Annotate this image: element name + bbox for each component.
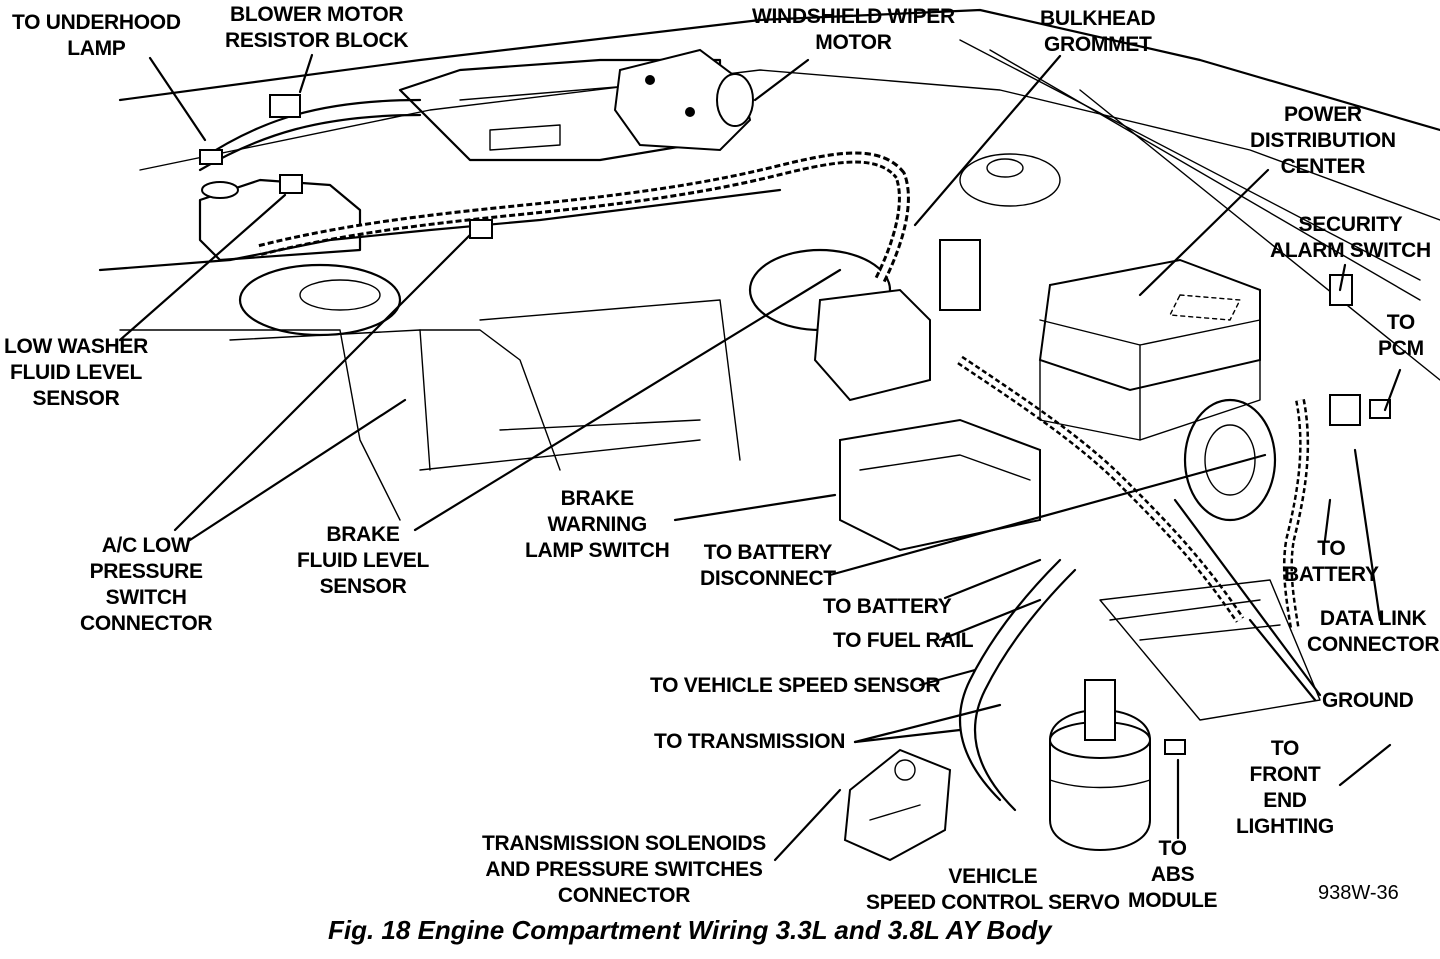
- main-harness: [198, 98, 1310, 812]
- label-line: TO: [1270, 737, 1300, 760]
- label-abs-module: TO ABS MODULE: [1128, 836, 1218, 914]
- label-data-link-connector: DATA LINK CONNECTOR: [1307, 606, 1440, 658]
- label-line: RESISTOR BLOCK: [225, 29, 409, 52]
- label-line: SENSOR: [32, 387, 120, 410]
- label-line: LOW WASHER: [4, 335, 148, 358]
- figure-code: 938W-36: [1318, 882, 1399, 904]
- label-line: TO BATTERY: [703, 541, 833, 564]
- label-line: CENTER: [1280, 155, 1366, 178]
- label-bulkhead-grommet: BULKHEAD GROMMET: [1040, 6, 1156, 58]
- label-line: TO: [1386, 311, 1415, 334]
- label-line: ABS: [1150, 863, 1195, 886]
- brake-master-cylinder: [813, 239, 1041, 552]
- label-line: SENSOR: [319, 575, 407, 598]
- label-battery-disconnect: TO BATTERY DISCONNECT: [700, 540, 836, 592]
- label-line: TO: [1317, 537, 1346, 560]
- label-brake-warning-switch: BRAKE WARNING LAMP SWITCH: [525, 486, 670, 564]
- label-line: BULKHEAD: [1040, 7, 1156, 30]
- fender-apron: [98, 153, 1061, 521]
- label-line: AND PRESSURE SWITCHES: [485, 858, 763, 881]
- label-line: TRANSMISSION SOLENOIDS: [482, 832, 766, 855]
- wiper-motor: [613, 48, 754, 152]
- label-speed-control-servo: VEHICLE SPEED CONTROL SERVO: [866, 864, 1120, 916]
- label-security-alarm-switch: SECURITY ALARM SWITCH: [1270, 212, 1431, 264]
- label-transmission-solenoids: TRANSMISSION SOLENOIDS AND PRESSURE SWIT…: [482, 831, 766, 909]
- label-line: WINDSHIELD WIPER: [752, 5, 955, 28]
- label-line: FLUID LEVEL: [9, 361, 143, 384]
- label-vehicle-speed-sensor: TO VEHICLE SPEED SENSOR: [650, 674, 941, 697]
- figure-caption: Fig. 18 Engine Compartment Wiring 3.3L a…: [328, 915, 1052, 945]
- label-line: POWER: [1283, 103, 1362, 126]
- label-to-transmission: TO TRANSMISSION: [654, 730, 846, 753]
- label-line: LAMP SWITCH: [525, 539, 670, 562]
- label-line: LAMP: [67, 37, 126, 60]
- label-line: PRESSURE: [89, 560, 203, 583]
- label-low-washer-sensor: LOW WASHER FLUID LEVEL SENSOR: [4, 334, 148, 412]
- label-line: BLOWER MOTOR: [229, 3, 404, 26]
- label-line: TO: [1158, 837, 1187, 860]
- transmission-solenoid-connector: [843, 748, 952, 862]
- label-line: DISTRIBUTION: [1250, 129, 1396, 152]
- label-underhood-lamp: TO UNDERHOOD LAMP: [12, 10, 181, 62]
- label-line: BATTERY: [1284, 563, 1379, 586]
- label-line: CONNECTOR: [1307, 633, 1440, 656]
- washer-reservoir: [198, 178, 362, 262]
- label-brake-fluid-sensor: BRAKE FLUID LEVEL SENSOR: [297, 522, 429, 600]
- label-line: PCM: [1378, 337, 1424, 360]
- label-ground: GROUND: [1322, 689, 1414, 712]
- label-fuel-rail: TO FUEL RAIL: [833, 629, 974, 652]
- label-line: A/C LOW: [101, 534, 191, 557]
- label-line: MODULE: [1128, 889, 1218, 912]
- label-to-battery-right: TO BATTERY: [1284, 536, 1379, 588]
- label-line: TO UNDERHOOD: [12, 11, 181, 34]
- label-line: DATA LINK: [1319, 607, 1427, 630]
- label-line: END: [1263, 789, 1307, 812]
- label-power-distribution-center: POWER DISTRIBUTION CENTER: [1250, 102, 1396, 180]
- label-line: FRONT: [1249, 763, 1321, 786]
- label-line: BRAKE: [560, 487, 634, 510]
- leader-lines: [118, 53, 1402, 862]
- label-line: LIGHTING: [1236, 815, 1334, 838]
- label-to-pcm: TO PCM: [1378, 310, 1424, 362]
- label-wiper-motor: WINDSHIELD WIPER MOTOR: [752, 4, 955, 56]
- label-front-end-lighting: TO FRONT END LIGHTING: [1236, 736, 1334, 840]
- label-ac-low-pressure: A/C LOW PRESSURE SWITCH CONNECTOR: [80, 533, 213, 637]
- label-line: CONNECTOR: [557, 884, 691, 907]
- speed-control-servo: [1049, 679, 1151, 851]
- label-line: SWITCH: [105, 586, 187, 609]
- power-distribution-center: [1038, 258, 1261, 441]
- label-line: MOTOR: [815, 31, 892, 54]
- label-line: WARNING: [547, 513, 648, 536]
- label-blower-motor: BLOWER MOTOR RESISTOR BLOCK: [225, 2, 409, 54]
- label-line: ALARM SWITCH: [1270, 239, 1431, 262]
- label-line: CONNECTOR: [80, 612, 213, 635]
- connectors: [199, 94, 1391, 755]
- label-line: VEHICLE: [948, 865, 1038, 888]
- label-to-battery-mid: TO BATTERY: [823, 595, 952, 618]
- label-line: SECURITY: [1298, 213, 1403, 236]
- label-line: DISCONNECT: [700, 567, 836, 590]
- label-line: BRAKE: [326, 523, 400, 546]
- label-line: SPEED CONTROL SERVO: [866, 891, 1120, 914]
- label-line: FLUID LEVEL: [297, 549, 430, 572]
- label-line: GROMMET: [1043, 33, 1152, 56]
